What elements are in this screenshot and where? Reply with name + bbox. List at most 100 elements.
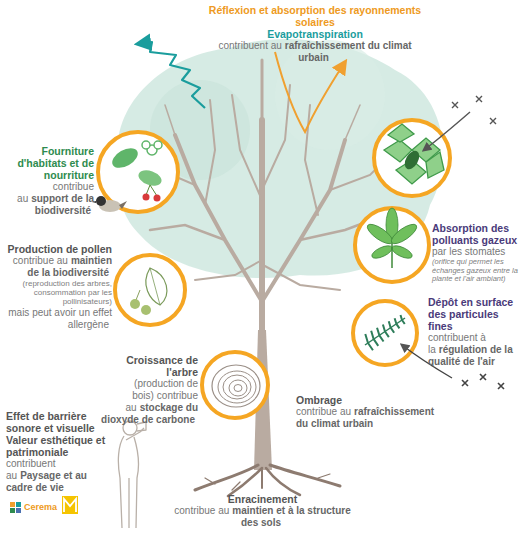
habitat-circle-part bbox=[98, 132, 178, 212]
pollen-circle-part bbox=[115, 255, 185, 325]
habitat-circle-part bbox=[109, 144, 141, 172]
trunk-and-branches-part bbox=[305, 105, 318, 215]
wood-rings-circle-part bbox=[234, 385, 242, 392]
label-group: Absorption des polluants gazeuxpar les s… bbox=[432, 222, 522, 284]
trunk-and-branches-part bbox=[150, 225, 225, 240]
trunk-and-branches-part bbox=[195, 260, 262, 280]
label-heading: (reproduction des arbres, consommation p… bbox=[6, 279, 112, 307]
fern-leaflets bbox=[365, 315, 404, 350]
cerema-logo-part bbox=[62, 496, 78, 514]
cerema-logo-part bbox=[10, 502, 15, 507]
bird-part bbox=[96, 196, 106, 206]
wood-rings-circle-part bbox=[229, 380, 247, 396]
habitat-circle bbox=[98, 132, 178, 212]
label-group: Réflexion et absorption des rayonnements… bbox=[205, 4, 425, 64]
label-group: Fourniture d'habitats et de nourritureco… bbox=[6, 145, 94, 217]
label-text: contribuent au bbox=[218, 40, 281, 51]
roots-part bbox=[195, 465, 258, 490]
trunk-and-branches-part bbox=[232, 95, 262, 200]
pollutant-arrow bbox=[424, 96, 496, 150]
stomata-circle-part bbox=[402, 148, 422, 171]
label-heading: Evapotranspiration bbox=[205, 28, 425, 40]
roots-part bbox=[205, 474, 330, 490]
fern-leaflets-part bbox=[389, 321, 394, 332]
label-text: contribue au bbox=[296, 406, 351, 417]
label-group: Ombragecontribue aurafraîchissement du c… bbox=[296, 394, 448, 430]
solar-arrow bbox=[275, 52, 345, 132]
cerema-logo bbox=[10, 496, 78, 514]
label-heading: Dépôt en surface des particules fines bbox=[428, 296, 522, 332]
wood-rings-circle-part bbox=[218, 371, 256, 403]
pollen-circle-part bbox=[130, 299, 140, 309]
cerema-logo-part bbox=[16, 502, 21, 507]
label-text: mais peut avoir un effet allergène bbox=[8, 307, 112, 330]
label-text: Paysage et au cadre de vie bbox=[6, 470, 87, 493]
bird bbox=[92, 196, 127, 212]
label-heading: Enracinement bbox=[165, 493, 360, 505]
stomata-circle-part bbox=[374, 120, 450, 196]
habitat-circle-part bbox=[154, 141, 162, 149]
label-text: Cerema bbox=[24, 502, 57, 512]
roots-part bbox=[261, 470, 263, 488]
chestnut-leaf-circle-part bbox=[355, 208, 429, 282]
habitat-circle-part bbox=[143, 194, 150, 201]
cerema-logo-part bbox=[64, 499, 76, 512]
fern-circle-part bbox=[353, 301, 417, 365]
label-heading: Ombrage bbox=[296, 394, 448, 406]
fern-leaflets-part bbox=[377, 328, 384, 342]
fern-circle bbox=[353, 301, 417, 365]
trunk-and-branches-part bbox=[263, 265, 340, 290]
chestnut-leaf-circle-part bbox=[391, 243, 393, 268]
pollutant-arrow-part bbox=[424, 112, 470, 150]
canopy-part bbox=[275, 40, 385, 150]
label-text: rafraîchissement du climat urbain bbox=[285, 40, 412, 63]
cerema-logo-part bbox=[10, 508, 15, 513]
habitat-circle-part bbox=[142, 141, 150, 149]
pollutant-arrow-part bbox=[452, 96, 496, 124]
fern-leaflets-part bbox=[371, 331, 378, 346]
label-heading: Croissance de l'arbre bbox=[98, 354, 198, 378]
wood-rings-circle-part bbox=[202, 352, 268, 418]
cerema-logo-part bbox=[16, 508, 21, 513]
chestnut-leaf-circle bbox=[355, 208, 429, 282]
label-text: contribue au bbox=[13, 255, 68, 266]
stomata-circle bbox=[374, 120, 450, 196]
trunk-and-branches-part bbox=[259, 120, 265, 335]
fern-circle-part bbox=[365, 318, 405, 345]
chestnut-leaf-circle-part-part bbox=[389, 221, 420, 247]
pollen-circle-part bbox=[146, 268, 167, 305]
chestnut-leaf-circle-part-part bbox=[365, 221, 396, 247]
habitat-circle-part bbox=[154, 195, 161, 202]
trunk-and-branches-part bbox=[263, 140, 345, 300]
particle-arrow-part bbox=[462, 374, 504, 389]
label-heading: (orifice qui permet les échanges gazeux … bbox=[432, 258, 522, 284]
pollen-circle-part bbox=[150, 268, 160, 305]
label-group: Production de pollencontribue aumaintien… bbox=[6, 243, 112, 331]
trunk-and-branches-part bbox=[165, 105, 175, 135]
label-group: Enracinementcontribue aumaintien et à la… bbox=[165, 493, 360, 529]
label-heading: Valeur esthétique et patrimoniale bbox=[6, 434, 110, 458]
pollen-circle bbox=[115, 255, 185, 325]
evapotranspiration-arrow bbox=[138, 42, 205, 108]
pollen-circle-part bbox=[141, 305, 151, 315]
label-group: Cerema bbox=[24, 501, 64, 513]
label-heading: Effet de barrière sonore et visuelle bbox=[6, 410, 110, 434]
fern-leaflets-part bbox=[383, 325, 389, 338]
wood-rings-circle bbox=[202, 352, 268, 418]
person-silhouette bbox=[118, 421, 146, 528]
roots-part bbox=[270, 465, 340, 486]
label-heading: Production de pollen bbox=[6, 243, 112, 255]
stomata-circle-part-part bbox=[388, 124, 414, 142]
label-text: maintien et à la structure des sols bbox=[232, 505, 350, 528]
trunk-and-branches-part bbox=[261, 60, 264, 120]
chestnut-leaf-circle-part-part bbox=[370, 243, 394, 260]
person-silhouette-part bbox=[126, 428, 144, 440]
solar-arrow-part bbox=[275, 52, 345, 132]
wood-rings-circle-part bbox=[223, 375, 251, 399]
label-text: support de la biodiversité bbox=[31, 193, 94, 216]
label-text: régulation de la qualité de l'air bbox=[428, 344, 513, 367]
stomata-circle-part-part bbox=[426, 152, 444, 178]
person-silhouette-part bbox=[118, 436, 138, 528]
label-heading: Absorption des polluants gazeux bbox=[432, 222, 522, 246]
